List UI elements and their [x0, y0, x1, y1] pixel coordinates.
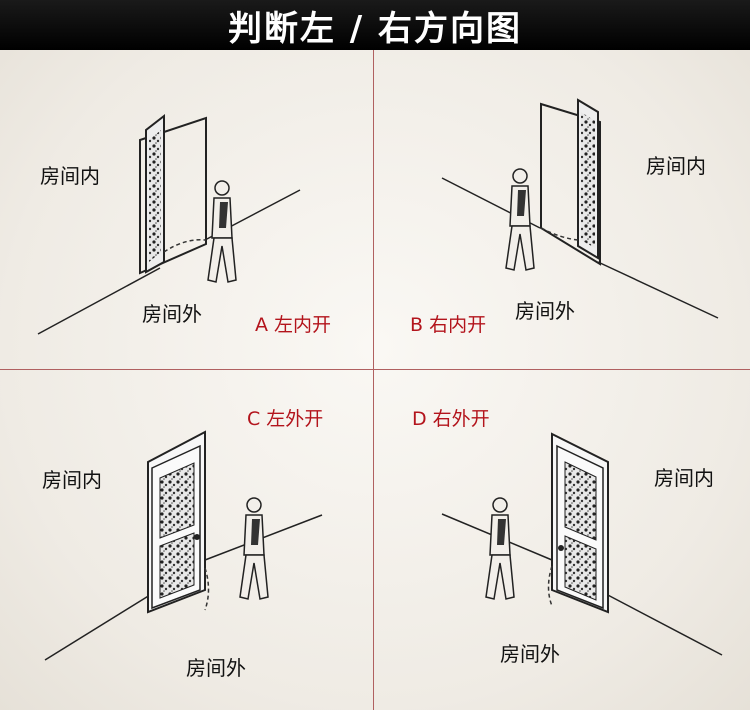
- panel-c-scene: [44, 430, 323, 661]
- horizontal-divider: [0, 369, 750, 370]
- panel-a-outside-label: 房间外: [142, 302, 202, 326]
- panel-b-floor-line: [597, 261, 719, 319]
- panel-b-door-frame: [540, 102, 601, 266]
- panel-b-swing-arc: [540, 227, 579, 241]
- panel-d-swing-arc: [547, 565, 553, 607]
- panel-a-door-glass: [149, 130, 161, 262]
- panel-a-caption: A 左内开: [255, 314, 332, 336]
- panel-c-swing-arc: [204, 567, 210, 611]
- panel-a-door-frame: [139, 116, 207, 275]
- panel-c-inside-label: 房间内: [42, 468, 102, 492]
- panel-d-outside-label: 房间外: [500, 642, 560, 666]
- panel-b-caption: B 右内开: [410, 314, 487, 336]
- panel-c-floor-line: [44, 594, 151, 661]
- panel-a-floor-line: [37, 267, 161, 335]
- panel-b-inside-label: 房间内: [646, 154, 706, 178]
- panel-d-floor-line: [603, 592, 723, 656]
- panel-a-scene: [37, 113, 301, 335]
- panel-c-caption: C 左外开: [247, 408, 324, 430]
- panel-a-person: [207, 180, 237, 283]
- panel-c-outside-label: 房间外: [186, 656, 246, 680]
- vertical-divider: [373, 50, 374, 710]
- panel-d-door-handle: [558, 545, 564, 551]
- panel-a-swing-arc: [163, 239, 207, 253]
- panel-d-glass-bottom: [564, 535, 597, 601]
- panel-a-inside-label: 房间内: [40, 164, 100, 188]
- title-bar: 判断左 / 右方向图: [0, 0, 750, 50]
- panel-b-door-glass: [581, 112, 595, 248]
- panel-d-caption: D 右外开: [412, 408, 490, 430]
- panel-c-door-handle: [194, 534, 200, 540]
- page-title: 判断左 / 右方向图: [227, 8, 523, 49]
- panel-c-glass-top: [159, 462, 195, 539]
- panel-c-glass-bottom: [159, 532, 195, 599]
- panel-b-person: [505, 168, 535, 271]
- panel-d-glass-top: [564, 461, 597, 541]
- panel-d-scene: [441, 432, 723, 656]
- panel-b-scene: [441, 98, 719, 319]
- panel-d-inside-label: 房间内: [654, 466, 714, 490]
- panel-b-outside-label: 房间外: [515, 299, 575, 323]
- panel-d-person: [485, 497, 515, 600]
- panel-c-person: [239, 497, 269, 600]
- diagram-canvas: [0, 50, 750, 710]
